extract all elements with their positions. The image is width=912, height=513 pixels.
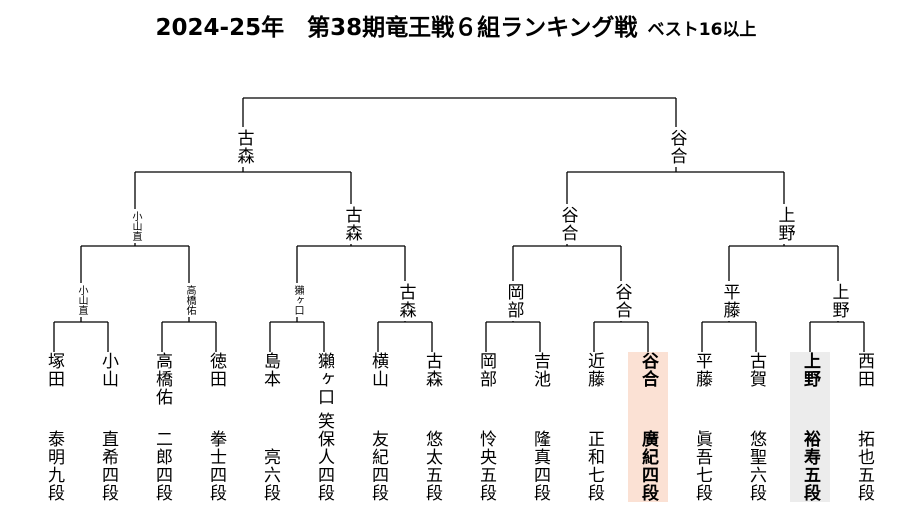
quarterfinal-winner: 谷合 [557,204,578,244]
player-given-name: 悠聖 [746,430,766,466]
player-given-name: 笑保人 [314,412,334,466]
round1-winner: 古森 [395,281,416,321]
page-title: 2024-25年 第38期竜王戦６組ランキング戦ベスト16以上 [0,8,912,42]
semifinal-winner: 古森 [233,127,254,167]
player-rank: 四段 [368,466,388,502]
player-given-name: 怜央 [476,430,496,466]
player-rank: 六段 [746,466,766,502]
player-surname: 塚田 [44,352,64,388]
round1-winner: 平藤 [719,281,740,321]
player-surname: 岡部 [476,352,496,388]
player-rank: 六段 [260,466,280,502]
quarterfinal-winner: 小山直 [130,209,141,243]
player-entry: 吉池隆真四段 [520,352,560,502]
player-given-name: 拳士 [206,430,226,466]
player-entry: 高橋佑二郎四段 [142,352,182,502]
player-entry: 平藤眞吾七段 [682,352,722,502]
player-rank: 四段 [98,466,118,502]
round1-winner: 谷合 [611,281,632,321]
player-rank: 五段 [422,466,442,502]
player-given-name: 二郎 [152,430,172,466]
player-surname: 小山 [98,352,118,388]
player-entry: 横山友紀四段 [358,352,398,502]
player-rank: 五段 [854,466,874,502]
quarterfinal-winner: 古森 [341,204,362,244]
player-surname: 獺ヶ口 [314,352,334,406]
player-surname: 徳田 [206,352,226,388]
player-entry-finalist: 上野裕寿五段 [790,352,830,502]
player-surname: 近藤 [584,352,604,388]
player-entry: 近藤正和七段 [574,352,614,502]
semifinal-winner: 谷合 [666,127,687,167]
player-rank: 四段 [530,466,550,502]
player-given-name: 拓也 [854,430,874,466]
player-surname: 吉池 [530,352,550,388]
player-entry: 古賀悠聖六段 [736,352,776,502]
player-entry: 徳田拳士四段 [196,352,236,502]
round1-winner: 高橋佑 [184,283,195,317]
player-rank: 四段 [638,466,658,502]
player-given-name: 廣紀 [638,430,658,466]
player-entry: 獺ヶ口笑保人四段 [304,352,344,502]
player-entry: 古森悠太五段 [412,352,452,502]
player-given-name: 正和 [584,430,604,466]
player-given-name: 眞吾 [692,430,712,466]
player-given-name: 泰明 [44,430,64,466]
player-surname: 高橋佑 [152,352,172,406]
player-entry: 岡部怜央五段 [466,352,506,502]
player-given-name: 亮 [260,448,280,466]
round1-winner: 上野 [828,281,849,321]
player-surname: 古森 [422,352,442,388]
player-entry: 西田拓也五段 [844,352,884,502]
player-rank: 四段 [152,466,172,502]
player-given-name: 直希 [98,430,118,466]
title-main: 2024-25年 第38期竜王戦６組ランキング戦 [155,15,638,41]
player-rank: 五段 [476,466,496,502]
player-surname: 古賀 [746,352,766,388]
player-surname: 上野 [800,352,820,388]
player-surname: 谷合 [638,352,658,388]
player-surname: 島本 [260,352,280,388]
player-rank: 四段 [206,466,226,502]
player-given-name: 友紀 [368,430,388,466]
player-rank: 七段 [584,466,604,502]
player-given-name: 裕寿 [800,430,820,466]
player-entry: 塚田泰明九段 [34,352,74,502]
round1-winner: 岡部 [503,281,524,321]
player-rank: 九段 [44,466,64,502]
round1-winner: 小山直 [76,283,87,317]
player-surname: 横山 [368,352,388,388]
player-given-name: 悠太 [422,430,442,466]
player-surname: 西田 [854,352,874,388]
quarterfinal-winner: 上野 [774,204,795,244]
title-sub: ベスト16以上 [647,20,757,40]
player-rank: 七段 [692,466,712,502]
player-entry: 島本亮六段 [250,352,290,502]
player-surname: 平藤 [692,352,712,388]
player-entry: 小山直希四段 [88,352,128,502]
player-given-name: 隆真 [530,430,550,466]
player-rank: 五段 [800,466,820,502]
player-entry-finalist: 谷合廣紀四段 [628,352,668,502]
round1-winner: 獺ヶ口 [292,283,303,317]
player-rank: 四段 [314,466,334,502]
